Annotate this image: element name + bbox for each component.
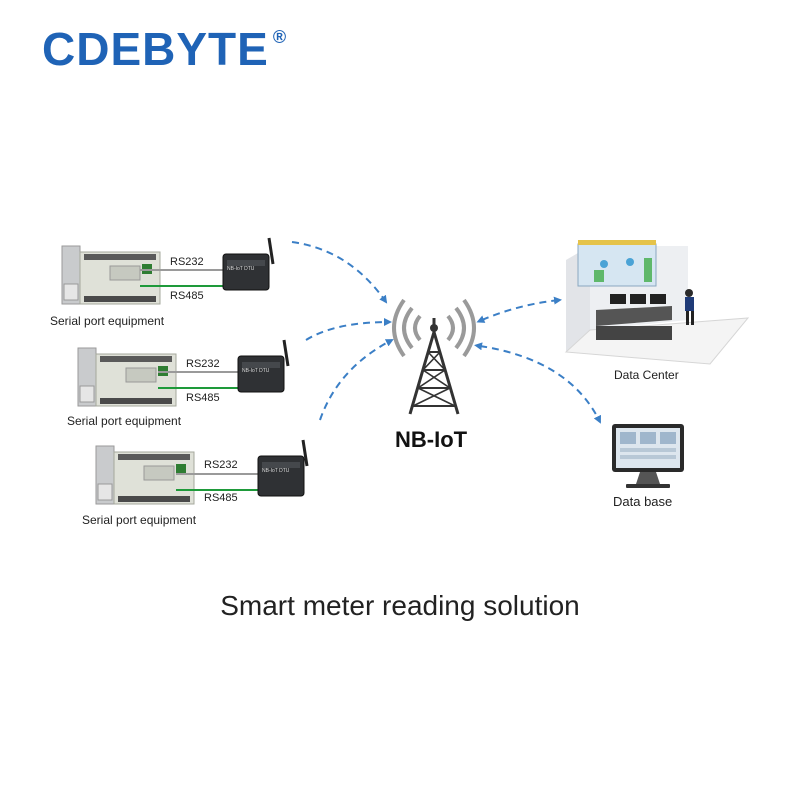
data-center-icon: [564, 240, 750, 365]
brand-logo: CDEBYTE®: [42, 26, 287, 72]
serial-device-icon: [77, 347, 177, 407]
database-monitor-icon: [612, 424, 684, 488]
dtu-label: NB-IoT DTU: [242, 368, 270, 374]
equipment-group-2: [77, 339, 290, 407]
serial-device-icon: [95, 445, 195, 505]
equipment-group-3: [95, 439, 309, 505]
nb-iot-dtu-icon: [222, 237, 275, 291]
link-label-rs485: RS485: [186, 392, 220, 404]
link-label-rs485: RS485: [170, 290, 204, 302]
arrow-dtu3-to-tower: [319, 339, 394, 421]
arrow-dtu2-to-tower: [305, 318, 392, 341]
arrow-tower-datacenter: [476, 296, 562, 323]
arrow-dtu1-to-tower: [291, 241, 388, 304]
dtu-label: NB-IoT DTU: [227, 266, 255, 272]
serial-device-icon: [61, 245, 161, 305]
link-label-rs232: RS232: [170, 256, 204, 268]
equipment-label: Serial port equipment: [67, 414, 182, 428]
caption: Smart meter reading solution: [220, 590, 580, 621]
registered-mark: ®: [272, 27, 288, 47]
equipment-group-1: [61, 237, 275, 305]
cell-tower-icon: [392, 298, 476, 415]
link-label-rs232: RS232: [204, 459, 238, 471]
equipment-label: Serial port equipment: [50, 314, 165, 328]
dtu-label: NB-IoT DTU: [262, 468, 290, 474]
brand-name: CDEBYTE: [42, 23, 269, 75]
database-label: Data base: [613, 494, 673, 509]
link-label-rs485: RS485: [204, 492, 238, 504]
link-label-rs232: RS232: [186, 358, 220, 370]
nb-iot-dtu-icon: [237, 339, 290, 393]
tower-label: NB-IoT: [395, 427, 468, 452]
arrow-tower-database: [474, 342, 601, 424]
nb-iot-dtu-icon: [257, 439, 309, 497]
data-center-label: Data Center: [614, 368, 679, 382]
equipment-label: Serial port equipment: [82, 513, 197, 527]
